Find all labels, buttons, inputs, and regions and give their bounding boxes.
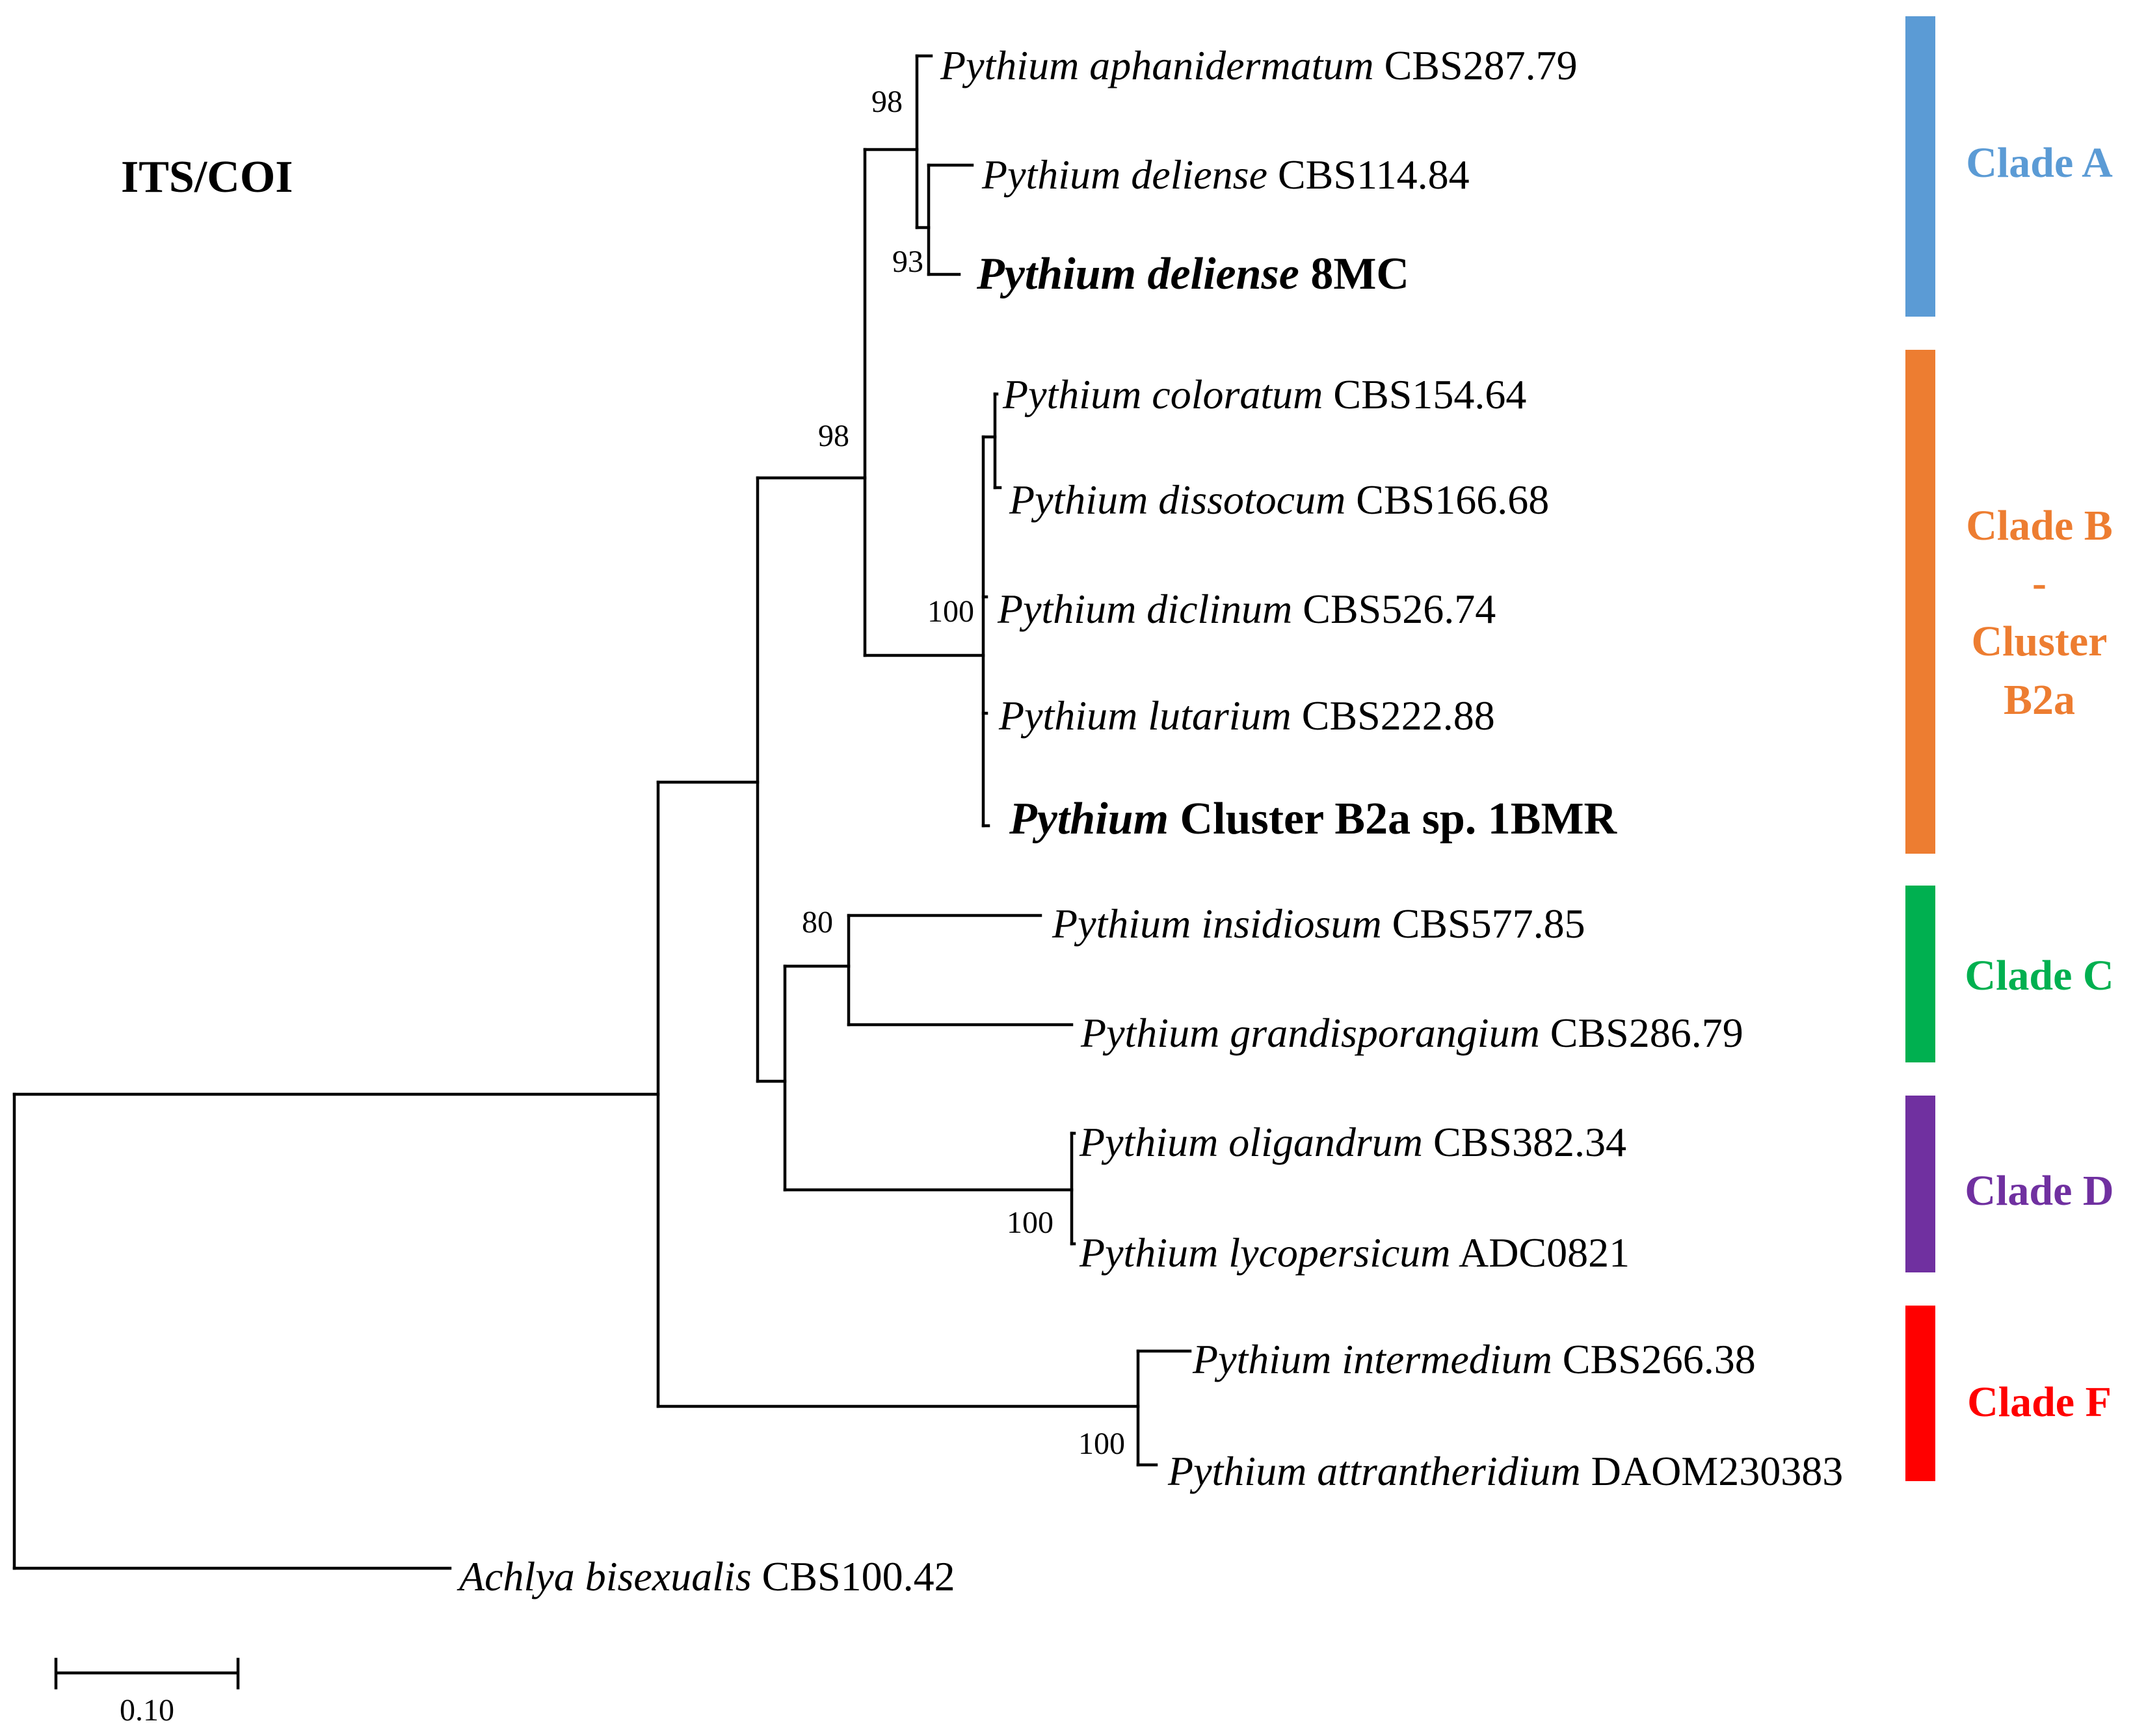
clade-a-bar [1905, 16, 1935, 317]
bootstrap-value: 98 [871, 85, 903, 119]
taxon-label-diclinum: Pythium diclinum CBS526.74 [997, 586, 1496, 632]
clade-b-label-line-3: Cluster [1972, 618, 2108, 665]
scale-bar: 0.10 [54, 1657, 240, 1728]
taxon-label-grandisporangium: Pythium grandisporangium CBS286.79 [1080, 1010, 1743, 1056]
tree-branches [12, 54, 1192, 1570]
taxon-label-coloratum: Pythium coloratum CBS154.64 [1002, 371, 1526, 417]
clade-f-label: Clade F [1967, 1378, 2112, 1426]
taxon-labels: Pythium aphanidermatum CBS287.79 Pythium… [457, 42, 1843, 1599]
taxon-label-deliense-8mc: Pythium deliense 8MC [976, 249, 1409, 299]
taxon-label-b2a-1bmr: Pythium Cluster B2a sp. 1BMR [1009, 794, 1618, 844]
taxon-label-dissotocum: Pythium dissotocum CBS166.68 [1009, 477, 1549, 523]
taxon-label-attrantheridium: Pythium attrantheridium DAOM230383 [1167, 1448, 1843, 1494]
taxon-label-intermedium: Pythium intermedium CBS266.38 [1192, 1336, 1756, 1382]
scale-bar-label: 0.10 [120, 1693, 174, 1728]
tree-title: ITS/COI [121, 152, 293, 202]
clade-b-label-line-4: B2a [2004, 676, 2075, 724]
bootstrap-value: 100 [1007, 1205, 1053, 1240]
clade-b-label-line-2: - [2032, 559, 2047, 607]
taxon-label-insidiosum: Pythium insidiosum CBS577.85 [1052, 901, 1585, 947]
taxon-label-lutarium: Pythium lutarium CBS222.88 [998, 692, 1495, 739]
bootstrap-value: 80 [802, 905, 833, 940]
bootstrap-value: 93 [892, 244, 923, 279]
taxon-label-oligandrum: Pythium oligandrum CBS382.34 [1079, 1119, 1626, 1165]
clade-annotations: Clade A Clade B - Cluster B2a Clade C Cl… [1905, 16, 2114, 1481]
clade-f-bar [1905, 1306, 1935, 1481]
clade-b-bar [1905, 350, 1935, 854]
clade-d-label: Clade D [1965, 1167, 2113, 1215]
taxon-label-lycopersicum: Pythium lycopersicum ADC0821 [1079, 1230, 1630, 1276]
taxon-label-aphanidermatum: Pythium aphanidermatum CBS287.79 [940, 42, 1578, 88]
scale-bar-line [54, 1657, 240, 1690]
bootstrap-value: 98 [818, 419, 849, 453]
clade-b-label-line-1: Clade B [1966, 502, 2113, 549]
taxon-label-deliense-cbs: Pythium deliense CBS114.84 [981, 151, 1470, 198]
clade-c-label: Clade C [1965, 952, 2113, 999]
taxon-label-achlya: Achlya bisexualis CBS100.42 [457, 1553, 955, 1599]
bootstrap-values: 98 93 98 100 80 100 100 [802, 85, 1125, 1461]
clade-d-bar [1905, 1096, 1935, 1272]
clade-a-label: Clade A [1966, 139, 2113, 187]
bootstrap-value: 100 [1078, 1427, 1125, 1461]
clade-c-bar [1905, 886, 1935, 1062]
bootstrap-value: 100 [927, 594, 974, 629]
